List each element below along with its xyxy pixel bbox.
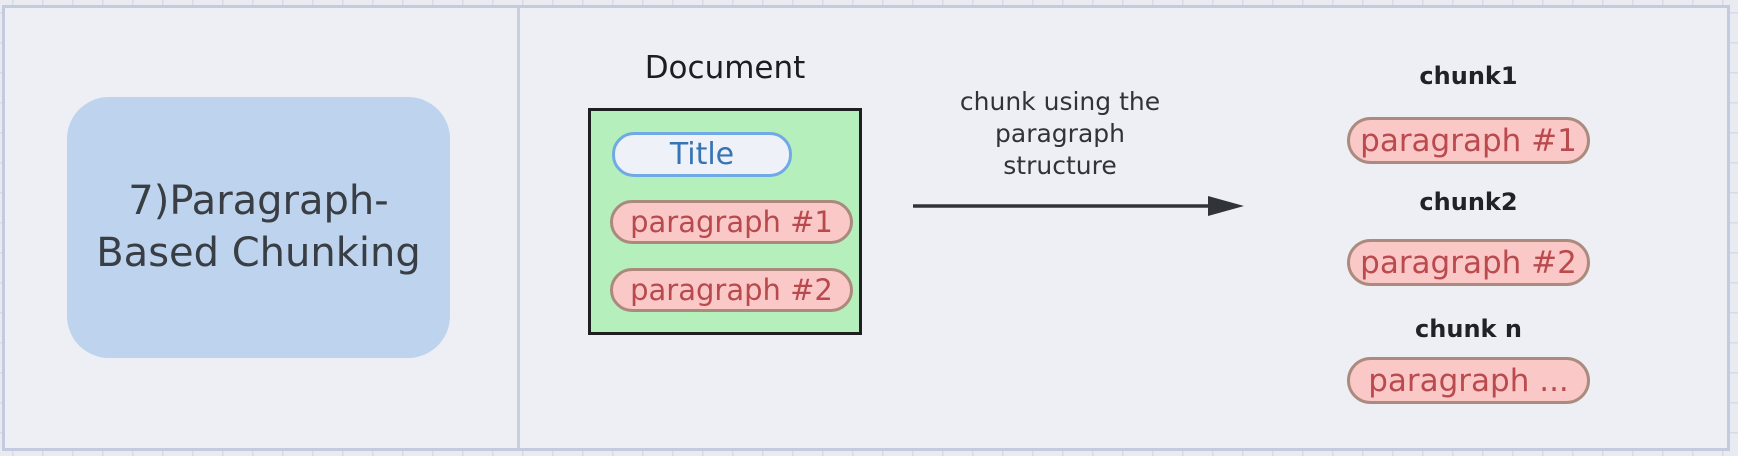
chunk-label: chunk1 [1419,62,1518,90]
document-title-pill: Title [612,132,792,177]
document-box: Title paragraph #1 paragraph #2 [588,108,862,335]
chunk-paragraph-pill: paragraph #2 [1347,239,1590,286]
chunk-label: chunk2 [1419,188,1518,216]
document-paragraph-pill: paragraph #2 [610,268,853,312]
chunk-paragraph-pill: paragraph ... [1347,357,1590,404]
arrow-right-icon [913,196,1244,216]
chunk-label: chunk n [1415,315,1522,343]
chunk-paragraph-pill: paragraph #1 [1347,117,1590,164]
method-title-card: 7)Paragraph- Based Chunking [67,97,450,358]
document-label: Document [644,50,806,86]
section-divider [517,8,520,448]
arrow-caption: chunk using the paragraph structure [959,87,1161,180]
document-paragraph-pill: paragraph #1 [610,200,853,244]
